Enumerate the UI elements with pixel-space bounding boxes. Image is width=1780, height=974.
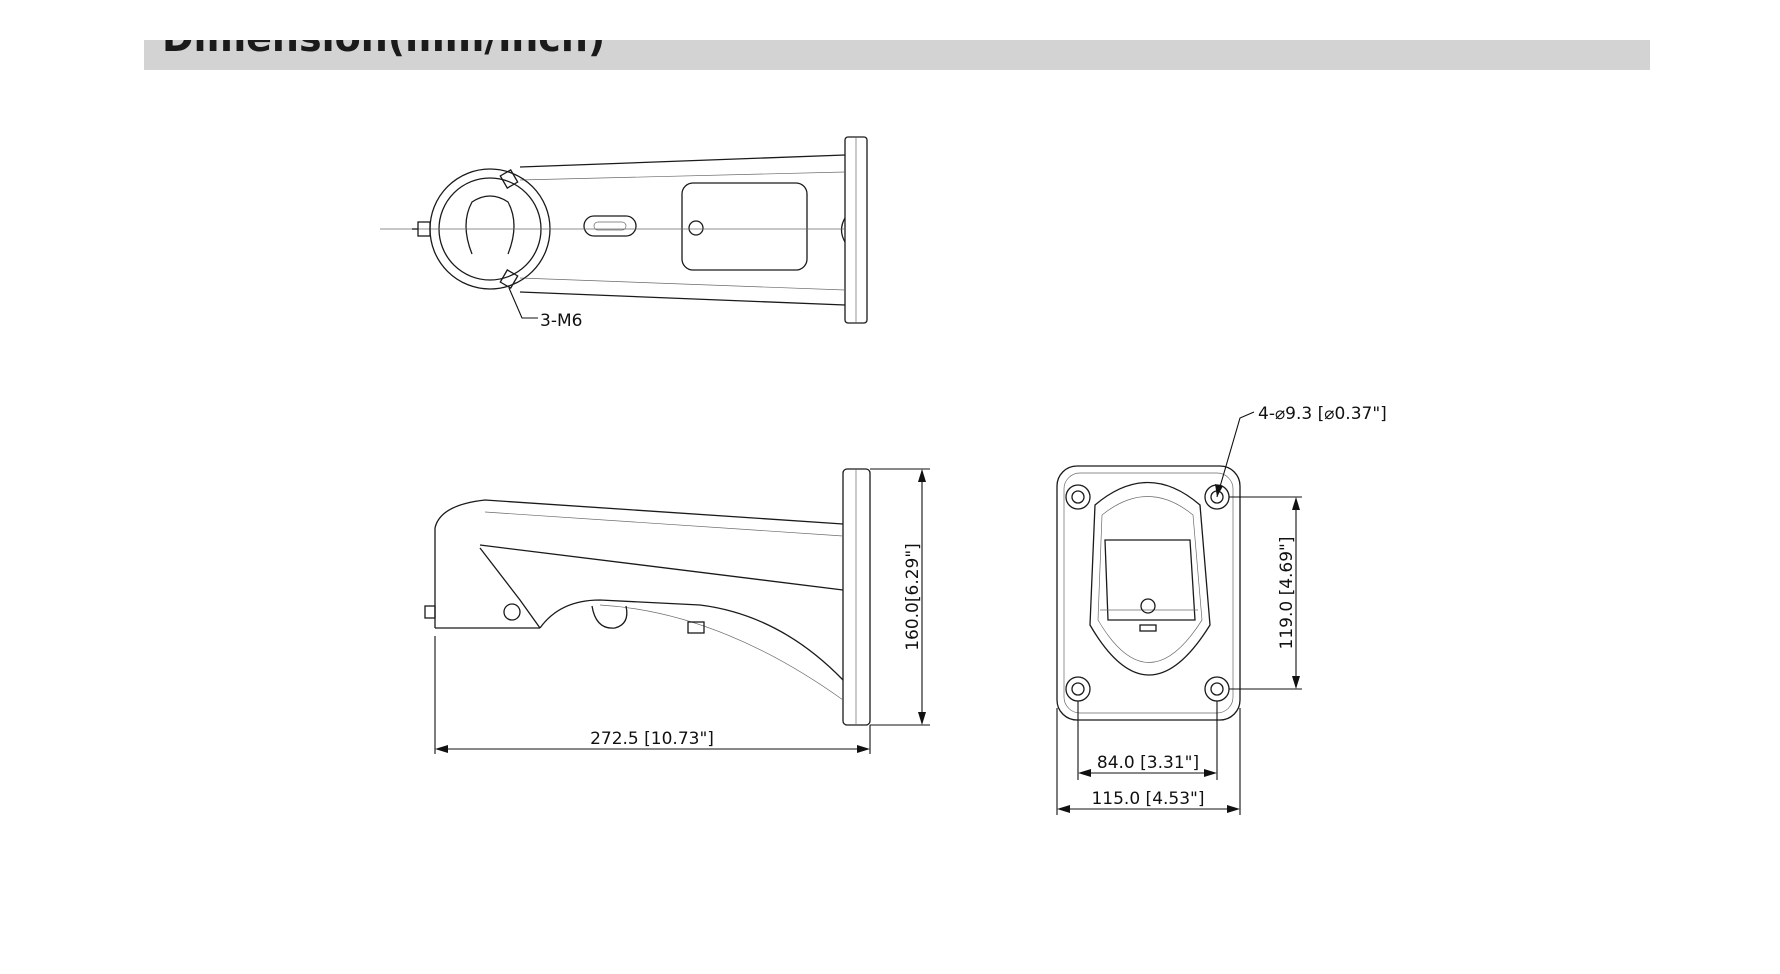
- front-view: [1056, 465, 1241, 721]
- screw-label: 3-M6: [540, 311, 582, 331]
- top-view: [380, 136, 868, 324]
- width-dimension: [1056, 708, 1241, 815]
- hole-horizontal-label: 84.0 [3.31"]: [1097, 753, 1199, 773]
- height-dimension: [870, 468, 930, 726]
- holes-label: 4-⌀9.3 [⌀0.37"]: [1258, 404, 1387, 424]
- width-label: 115.0 [4.53"]: [1091, 789, 1204, 809]
- length-label: 272.5 [10.73"]: [590, 729, 714, 749]
- header-bar: Dimension(mm/inch): [144, 40, 1650, 70]
- hole-horizontal-dimension: [1077, 701, 1218, 780]
- side-view: [424, 468, 871, 726]
- length-dimension: [434, 636, 871, 754]
- hole-vertical-dimension: [1229, 496, 1302, 690]
- header-title: Dimension(mm/inch): [162, 40, 605, 62]
- height-label: 160.0[6.29"]: [903, 543, 923, 651]
- hole-vertical-label: 119.0 [4.69"]: [1277, 536, 1297, 649]
